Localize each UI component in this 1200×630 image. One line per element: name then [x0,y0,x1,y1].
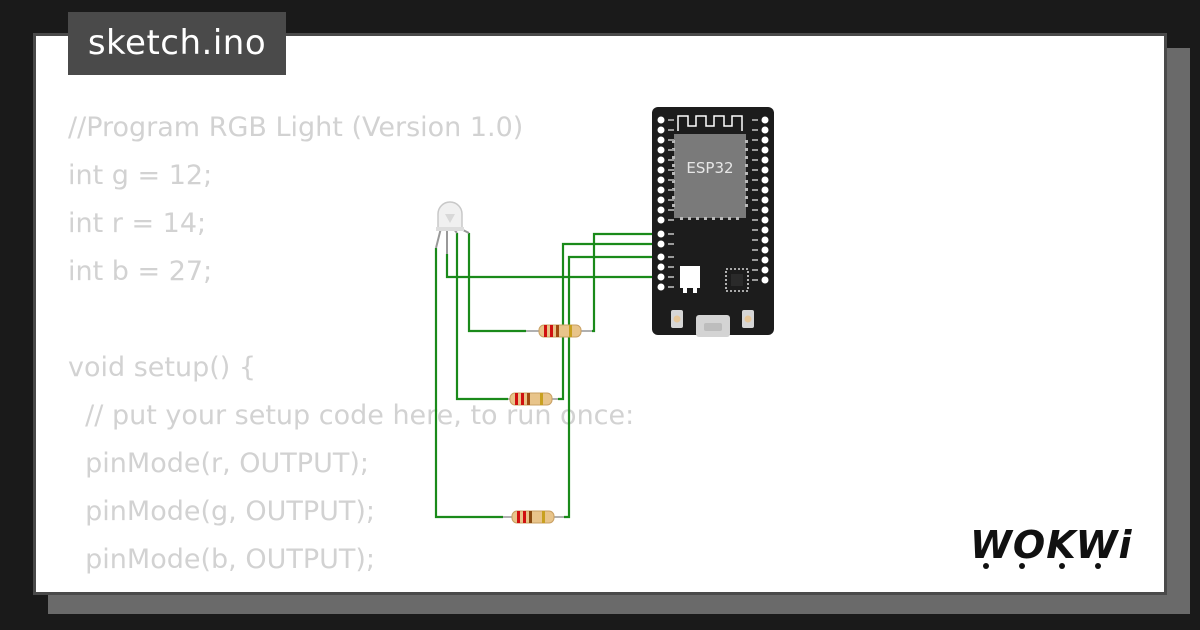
code-line: pinMode(r, OUTPUT); [68,448,369,479]
wokwi-logo: WOKWi [970,523,1133,569]
wire-r3-board [564,255,655,519]
wire-r1-board [592,232,655,333]
resistor-icon[interactable] [508,392,558,406]
wire-red-leg [467,233,526,333]
resistor-icon[interactable] [526,324,592,338]
usb-chip [725,268,749,292]
pin-label-ticks [668,119,758,288]
code-line: //Program RGB Light (Version 1.0) [68,112,524,143]
preview-card: //Program RGB Light (Version 1.0) int g =… [33,33,1167,595]
resistor-icon[interactable] [503,510,564,524]
wire-common-leg [445,254,655,279]
rgb-led-icon[interactable] [435,201,470,254]
circuit-diagram: ESP32 [434,107,774,524]
file-tab[interactable]: sketch.ino [68,12,286,75]
wokwi-logo-text: WOKWi [970,523,1133,567]
code-line: int b = 27; [68,256,213,287]
right-header-pins [761,116,769,284]
code-line: int g = 12; [68,160,213,191]
code-line: void setup() { [68,352,257,383]
file-tab-label: sketch.ino [87,23,267,63]
left-header-pins [657,116,665,291]
code-line: int r = 14; [68,208,207,239]
voltage-regulator [680,266,700,288]
wires [434,232,655,519]
wire-green-leg [455,233,508,401]
wire-r2-board [558,242,655,401]
code-line: // put your setup code here, to run once… [68,400,635,431]
code-line: pinMode(b, OUTPUT); [68,544,375,575]
wire-blue-leg [434,248,503,519]
code-editor: //Program RGB Light (Version 1.0) int g =… [68,104,1068,592]
esp32-board-icon[interactable]: ESP32 [652,107,774,337]
board-label: ESP32 [686,159,733,177]
code-line: pinMode(g, OUTPUT); [68,496,375,527]
